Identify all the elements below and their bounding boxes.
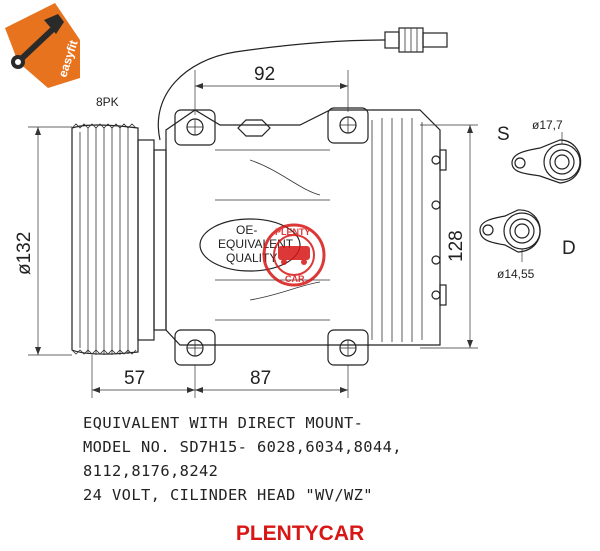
suction-letter: S xyxy=(497,124,510,145)
dim-87-label: 87 xyxy=(250,368,271,389)
suction-port: S ø17,7 xyxy=(497,118,582,184)
pulley xyxy=(71,123,167,355)
clutch-connector xyxy=(157,27,448,141)
dimension-pulley-diameter: ø132 xyxy=(14,126,72,356)
discharge-port: D ø14,55 xyxy=(479,209,576,281)
suction-diameter: ø17,7 xyxy=(532,118,563,132)
dimension-body-height: 128 xyxy=(420,124,478,349)
wrench-icon xyxy=(11,14,64,69)
watermark-bottom: CAR xyxy=(285,274,305,284)
brand-name: PLENTYCAR xyxy=(235,522,365,545)
dim-92-label: 92 xyxy=(254,64,275,85)
discharge-diameter: ø14,55 xyxy=(497,267,535,281)
discharge-letter: D xyxy=(562,238,576,259)
oe-line1: OE- xyxy=(236,223,257,237)
belt-type-label: 8PK xyxy=(96,95,119,109)
caption-line-1: EQUIVALENT WITH DIRECT MOUNT- xyxy=(83,414,364,432)
plentycar-watermark: PLENTY CAR xyxy=(262,223,326,287)
caption-line-4: 24 VOLT, CILINDER HEAD "WV/WZ" xyxy=(83,486,373,504)
dim-132-label: ø132 xyxy=(14,232,35,275)
caption-line-3: 8112,8176,8242 xyxy=(83,462,219,480)
dim-128-label: 128 xyxy=(446,230,467,262)
dimension-bottom: 57 87 xyxy=(91,355,349,398)
easyfit-badge: easyfit xyxy=(5,3,81,88)
caption-line-2: MODEL NO. SD7H15- 6028,6034,8044, xyxy=(83,438,402,456)
dim-57-label: 57 xyxy=(124,368,145,389)
compressor-body xyxy=(165,107,447,366)
watermark-top: PLENTY xyxy=(275,227,311,237)
oe-line3: QUALITY xyxy=(226,251,277,265)
dimension-top-width: 92 xyxy=(194,64,349,115)
